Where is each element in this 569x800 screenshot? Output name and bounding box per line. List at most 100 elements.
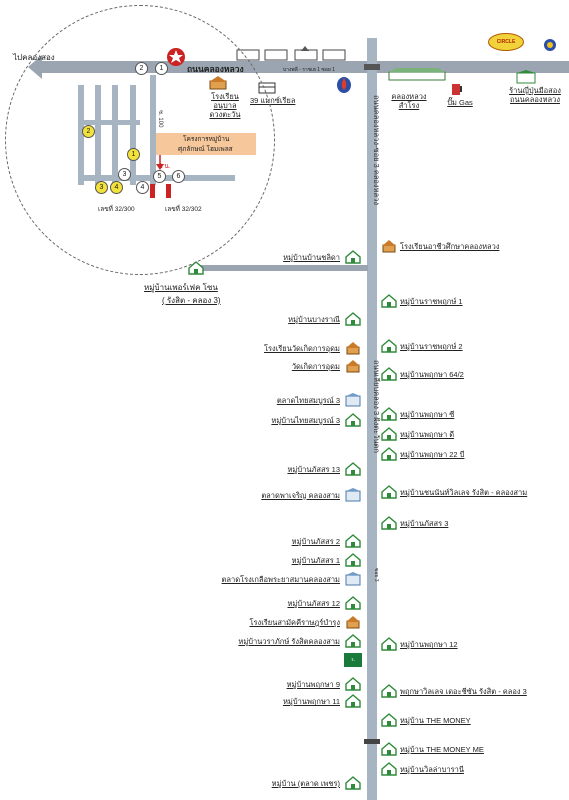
house-icon bbox=[381, 713, 397, 727]
branch-road bbox=[196, 265, 368, 271]
market-icon bbox=[388, 68, 446, 81]
school-icon bbox=[345, 359, 360, 373]
marker-5: 5 bbox=[153, 170, 166, 183]
project-label-1: โครงการหมู่บ้าน bbox=[183, 136, 230, 143]
market-icon bbox=[345, 572, 361, 586]
marker-1-mid: 1 bbox=[127, 148, 140, 161]
house-icon bbox=[381, 637, 397, 651]
store-sign: 7-ELEVEn bbox=[344, 653, 362, 676]
branch-label-1: หมู่บ้านเพอร์เฟค โซน bbox=[144, 283, 218, 292]
house-icon bbox=[345, 596, 361, 610]
left-label-9: หมู่บ้านภัสสร 2 bbox=[291, 537, 340, 546]
left-label-1: หมู่บ้านบ้านชลิดา bbox=[283, 253, 340, 262]
main-road-small-label: ซอย 3 bbox=[373, 568, 379, 582]
gas-station-icon bbox=[337, 77, 351, 93]
red-star-icon bbox=[167, 48, 185, 66]
store-icon bbox=[516, 70, 536, 84]
intersection-marker-bottom bbox=[364, 739, 380, 744]
circle-store-sign: CIRCLE bbox=[488, 33, 524, 51]
top-road-sublabel: บางพลี - ราชเฮ 1 ซอย 1 bbox=[283, 67, 335, 73]
left-label-15: หมู่บ้านพฤกษา 9 bbox=[286, 680, 340, 689]
left-label-8: ตลาดพาเจริญ คลองสาม bbox=[261, 491, 340, 500]
right-label-2: หมู่บ้านราชพฤกษ์ 1 bbox=[400, 297, 463, 306]
house-icon bbox=[381, 427, 397, 441]
marker-6: 6 bbox=[172, 170, 185, 183]
left-label-12: หมู่บ้านภัสสร 12 bbox=[287, 599, 340, 608]
right-label-5: หมู่บ้านพฤกษา ซี bbox=[400, 410, 455, 419]
house-icon bbox=[381, 407, 397, 421]
plot-label-1: เลขที่ 32/300 bbox=[98, 206, 135, 213]
left-label-3: โรงเรียนวัดเกิดการอุดม bbox=[264, 344, 340, 353]
house-icon bbox=[345, 694, 361, 708]
market-icon bbox=[345, 488, 361, 502]
inset-road-label: ซ. 100 bbox=[157, 110, 163, 128]
right-label-13: หมู่บ้าน THE MONEY ME bbox=[400, 745, 484, 754]
plot-label-2: เลขที่ 32/302 bbox=[165, 206, 202, 213]
house-icon bbox=[345, 534, 361, 548]
inset-circle bbox=[5, 5, 275, 275]
right-label-14: หมู่บ้านวิลล่าบารานี bbox=[400, 765, 464, 774]
marker-4-right: 4 bbox=[136, 181, 149, 194]
house-icon bbox=[381, 294, 397, 308]
right-label-9: หมู่บ้านภัสสร 3 bbox=[400, 519, 449, 528]
left-label-5: ตลาดไทยสมบูรณ์ 3 bbox=[276, 396, 340, 405]
right-label-4: หมู่บ้านพฤกษา 64/2 bbox=[400, 370, 464, 379]
house-icon bbox=[381, 762, 397, 776]
house-icon bbox=[345, 634, 361, 648]
left-label-17: หมู่บ้าน (ตลาด เพชร) bbox=[271, 779, 340, 788]
marker-3-mid: 3 bbox=[118, 168, 131, 181]
house-icon bbox=[381, 485, 397, 499]
left-label-10: หมู่บ้านภัสสร 1 bbox=[291, 556, 340, 565]
school-icon bbox=[381, 239, 396, 253]
house-icon bbox=[381, 516, 397, 530]
house-icon bbox=[345, 250, 361, 264]
main-road bbox=[367, 38, 377, 800]
right-label-10: หมู่บ้านพฤกษา 12 bbox=[400, 640, 458, 649]
house-icon bbox=[345, 462, 361, 476]
east-landmark-1: คลองหลวง สำโรง bbox=[391, 92, 427, 110]
intersection-marker-top bbox=[364, 64, 380, 70]
project-label-2: ศุภลักษณ์ โฮมเพลส bbox=[178, 146, 233, 153]
left-label-2: หมู่บ้านบางราณี bbox=[288, 315, 340, 324]
left-label-14: หมู่บ้านวราภักษ์ รังสิตคลองสาม bbox=[238, 637, 340, 646]
right-label-12: หมู่บ้าน THE MONEY bbox=[400, 716, 471, 725]
branch-label-2: ( รังสิต - คลอง 3) bbox=[162, 296, 221, 305]
right-label-1: โรงเรียนอาชีวศึกษาคลองหลวง bbox=[400, 242, 500, 251]
school-icon bbox=[345, 341, 360, 355]
house-icon bbox=[345, 312, 361, 326]
project-box bbox=[156, 133, 256, 155]
right-label-3: หมู่บ้านราชพฤกษ์ 2 bbox=[400, 342, 463, 351]
left-label-11: ตลาดโรงเกลือพระยาสมานคลองสาม bbox=[221, 575, 340, 584]
house-icon bbox=[381, 742, 397, 756]
marker-2-top: 2 bbox=[135, 62, 148, 75]
distance-label: 2 น. bbox=[159, 163, 171, 170]
landmark-39-label: 39 แมกซ์เรียล bbox=[250, 96, 296, 105]
house-icon bbox=[345, 413, 361, 427]
marker-2-left: 2 bbox=[82, 125, 95, 138]
right-label-11: พฤกษาวิลเลจ เดอะชีซัน รังสิต - คลอง 3 bbox=[400, 687, 527, 696]
brand-logo-icon bbox=[544, 39, 556, 51]
main-road-name-1: ถนนคลองหลวง-ซอย 3 คลองหลวง bbox=[372, 95, 381, 206]
right-label-7: หมู่บ้านพฤกษา 22 บี bbox=[400, 450, 465, 459]
marker-4-left: 4 bbox=[110, 181, 123, 194]
left-label-4: วัดเกิดการอุดม bbox=[291, 362, 340, 371]
left-label-6: หมู่บ้านไทยสมบูรณ์ 3 bbox=[271, 416, 340, 425]
left-label-7: หมู่บ้านภัสสร 13 bbox=[287, 465, 340, 474]
east-landmark-2: ปั๊ม Gas bbox=[447, 98, 473, 107]
house-icon bbox=[345, 776, 361, 790]
school-icon bbox=[345, 615, 360, 629]
east-landmark-3: ร้านญี่ปุ่นมือสอง ถนนคลองหลวง bbox=[509, 86, 561, 104]
right-label-6: หมู่บ้านพฤกษา ดี bbox=[400, 430, 455, 439]
market-icon bbox=[345, 393, 361, 407]
house-icon bbox=[381, 367, 397, 381]
marker-1-top: 1 bbox=[155, 62, 168, 75]
gas-pump-icon bbox=[452, 84, 462, 95]
house-icon bbox=[345, 677, 361, 691]
house-icon bbox=[381, 339, 397, 353]
left-label-16: หมู่บ้านพฤกษา 11 bbox=[282, 697, 340, 706]
house-icon bbox=[381, 447, 397, 461]
right-label-8: หมู่บ้านชนนันท์วิลเลจ รังสิต - คลองสาม bbox=[400, 488, 528, 497]
left-label-13: โรงเรียนสามัคคีราษฎร์บำรุง bbox=[249, 618, 340, 627]
house-icon bbox=[381, 684, 397, 698]
marker-3-left: 3 bbox=[95, 181, 108, 194]
